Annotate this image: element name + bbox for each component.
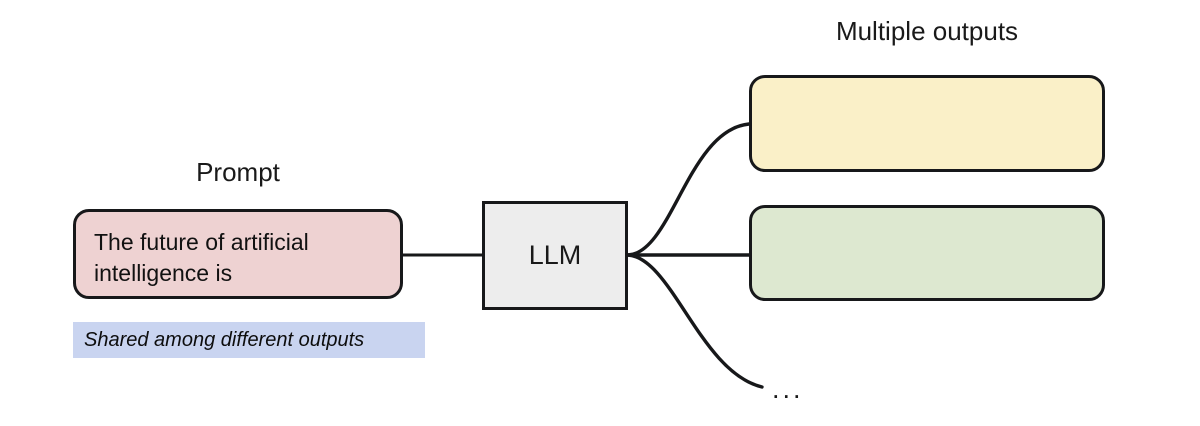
shared-among-outputs-note: Shared among different outputs (73, 322, 425, 358)
edge-llm-to-output-1 (626, 122, 751, 257)
llm-label: LLM (528, 240, 582, 270)
multiple-outputs-title: Multiple outputs (835, 16, 1019, 46)
output-box-1[interactable] (749, 75, 1105, 172)
edge-llm-to-more (626, 253, 764, 389)
output-box-2[interactable] (749, 205, 1105, 301)
prompt-title: Prompt (196, 157, 280, 187)
prompt-text: The future of artificial intelligence is (94, 229, 309, 286)
shared-among-outputs-note-text: Shared among different outputs (84, 328, 365, 351)
llm-box[interactable]: LLM (482, 201, 628, 310)
prompt-box[interactable]: The future of artificial intelligence is (73, 209, 403, 299)
more-outputs-ellipsis: ... (772, 374, 804, 404)
